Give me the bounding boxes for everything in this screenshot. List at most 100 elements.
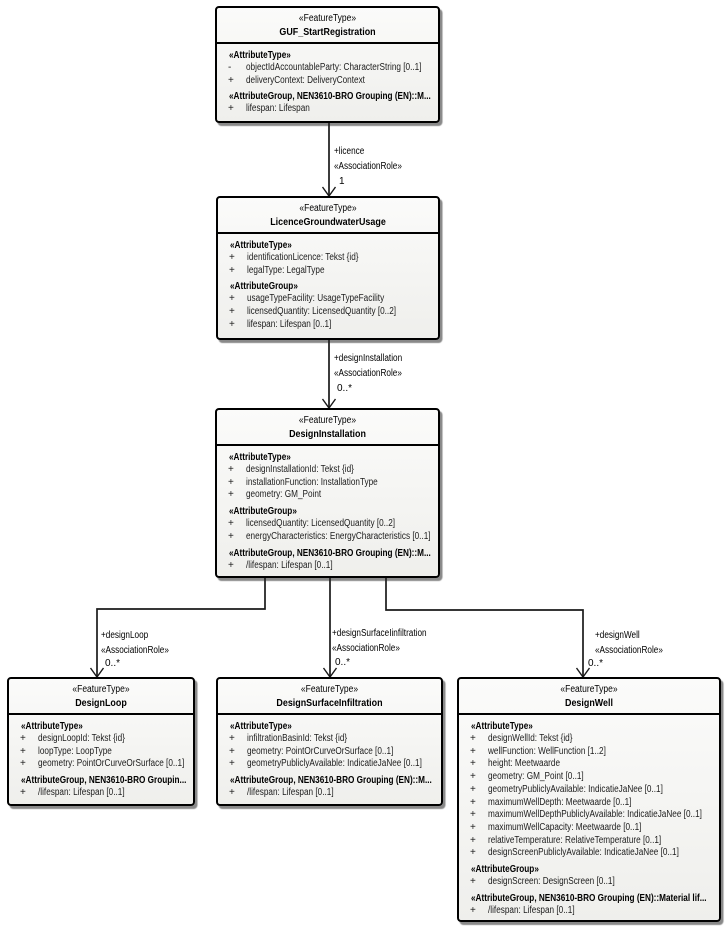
attribute-row: +wellFunction: WellFunction [1..2] — [462, 746, 716, 759]
association-line — [385, 578, 584, 677]
attribute-text: wellFunction: WellFunction [1..2] — [488, 745, 606, 757]
class-attribute-compartment: «AttributeType»+designWellId: Tekst {id}… — [459, 715, 719, 920]
uml-class-guf_startregistration: «FeatureType»GUF_StartRegistration«Attri… — [215, 6, 440, 123]
attribute-row: +installationFunction: InstallationType — [220, 477, 435, 490]
attribute-text: geometryPubliclyAvailable: IndicatieJaNe… — [247, 758, 422, 770]
class-name-text: GUF_StartRegistration — [279, 26, 376, 38]
class-title: «FeatureType»GUF_StartRegistration — [217, 8, 438, 44]
attribute-visibility: + — [228, 559, 234, 571]
uml-class-designsurfaceinfiltration: «FeatureType» DesignSurfaceInfiltration «A… — [216, 677, 443, 806]
attribute-section-header-text: «AttributeGroup, NEN3610-BRO Grouping (E… — [229, 547, 431, 559]
attribute-visibility: + — [228, 489, 234, 501]
attribute-row: -objectIdAccountableParty: CharacterStri… — [220, 62, 435, 75]
attribute-row: + designWellId: Tekst {id} — [462, 733, 716, 746]
class-title: «FeatureType» LicenceGroundwaterUsage — [218, 198, 438, 234]
attribute-text: legalType: LegalType — [247, 264, 325, 276]
attribute-section-header-text: «AttributeGroup» — [471, 864, 539, 876]
class-title: «FeatureType»DesignWell — [459, 679, 719, 715]
attribute-section-header-text: «AttributeType» — [229, 50, 291, 61]
class-stereotype-text: «FeatureType» — [72, 684, 130, 695]
class-name-text: DesignWell — [565, 697, 613, 709]
attribute-visibility: + — [470, 876, 476, 888]
association-role-name: +designWell — [595, 630, 640, 641]
attribute-visibility: + — [228, 530, 234, 542]
attribute-row: + geometry: GM_Point — [220, 489, 435, 502]
attribute-text: designWellId: Tekst {id} — [488, 733, 573, 744]
attribute-text: designScreen: DesignScreen [0..1] — [488, 876, 615, 888]
attribute-section-header: «AttributeGroup, NEN3610-BRO Grouping (E… — [220, 547, 435, 560]
class-attribute-compartment: «AttributeType»+designInstallationId: Te… — [217, 446, 438, 576]
attribute-row: +maximumWellDepthPubliclyAvailable: Indi… — [462, 809, 716, 822]
attribute-visibility: + — [470, 834, 476, 846]
class-title: «FeatureType»DesignInstallation — [217, 410, 438, 446]
attribute-row: + /lifespan: Lifespan [0..1] — [220, 560, 435, 573]
class-stereotype: «FeatureType» — [219, 414, 436, 427]
label-design-installation: +designInstallation «AssociationRole» — [334, 351, 417, 381]
attribute-row: +deliveryContext: DeliveryContext — [220, 75, 435, 88]
multiplicity-design-well: 0..* — [588, 658, 604, 669]
association-stereotype: «AssociationRole» — [334, 368, 402, 379]
attribute-section-header-text: «AttributeType» — [230, 240, 292, 251]
attribute-text: geometry: PointOrCurveOrSurface [0..1] — [247, 745, 394, 757]
attribute-visibility: + — [229, 745, 235, 757]
attribute-text: designInstallationId: Tekst {id} — [246, 464, 354, 475]
attribute-text: energyCharacteristics: EnergyCharacteris… — [246, 530, 431, 542]
class-name: GUF_StartRegistration — [219, 25, 436, 39]
association-role-name: +designInstallation — [334, 353, 403, 364]
class-stereotype-text: «FeatureType» — [300, 684, 359, 695]
class-attribute-compartment: «AttributeType»+infiltrationBasinId: Tek… — [218, 715, 441, 804]
association-line — [96, 578, 266, 677]
attribute-visibility: + — [470, 733, 476, 744]
attribute-text: loopType: LoopType — [38, 745, 112, 757]
class-stereotype: «FeatureType» — [11, 683, 191, 696]
attribute-row: +height: Meetwaarde — [462, 758, 716, 771]
attribute-section-header-text: «AttributeGroup, NEN3610-BRO Grouping (E… — [230, 775, 432, 787]
class-stereotype: «FeatureType» — [461, 683, 717, 696]
association-stereotype: «AssociationRole» — [595, 645, 663, 656]
attribute-text: designScreenPubliclyAvailable: Indicatie… — [488, 847, 679, 859]
attribute-row: +licensedQuantity: LicensedQuantity [0..… — [220, 518, 435, 531]
class-name-text: DesignLoop — [75, 697, 127, 709]
attribute-visibility: + — [229, 252, 235, 263]
class-attribute-compartment: «AttributeType»+designLoopId: Tekst {id}… — [9, 715, 193, 804]
class-name-text: LicenceGroundwaterUsage — [270, 216, 386, 228]
class-title: «FeatureType» DesignLoop — [9, 679, 193, 715]
uml-class-licencegroundwaterusage: «FeatureType» LicenceGroundwaterUsage «Att… — [216, 196, 440, 340]
attribute-text: relativeTemperature: RelativeTemperature… — [488, 834, 662, 846]
attribute-section-header-text: «AttributeGroup, NEN3610-BRO Grouping (E… — [229, 91, 431, 103]
attribute-text: /lifespan: Lifespan [0..1] — [246, 559, 333, 571]
attribute-text: identificationLicence: Tekst {id} — [247, 252, 359, 263]
attribute-visibility: + — [470, 783, 476, 795]
attribute-section-header: «AttributeGroup, NEN3610-BRO Grouping (E… — [220, 90, 435, 103]
label-licence: +licence «AssociationRole» — [334, 144, 417, 174]
class-attribute-compartment: «AttributeType»+ identificationLicence: T… — [218, 234, 438, 336]
attribute-text: geometryPubliclyAvailable: IndicatieJaNe… — [488, 783, 663, 795]
attribute-visibility: + — [229, 733, 235, 744]
class-name-text: DesignInstallation — [289, 428, 366, 440]
association-role-name: +designLoop — [101, 630, 149, 641]
attribute-visibility: + — [20, 787, 26, 799]
attribute-section-header-text: «AttributeGroup, NEN3610-BRO Groupin... — [21, 775, 187, 787]
class-name: DesignLoop — [11, 696, 191, 710]
attribute-row: +designInstallationId: Tekst {id} — [220, 464, 435, 477]
class-name-text: DesignSurfaceInfiltration — [276, 697, 383, 709]
attribute-visibility: + — [228, 518, 234, 530]
attribute-visibility: + — [470, 796, 476, 808]
attribute-visibility: + — [228, 103, 234, 115]
attribute-row: +maximumWellCapacity: Meetwaarde [0..1] — [462, 822, 716, 835]
attribute-row: +/lifespan: Lifespan [0..1] — [462, 905, 716, 918]
attribute-row: +geometryPubliclyAvailable: IndicatieJaN… — [221, 758, 438, 771]
attribute-row: +geometry: PointOrCurveOrSurface [0..1] — [12, 758, 190, 771]
attribute-row: + geometry: PointOrCurveOrSurface [0..1] — [221, 746, 438, 759]
attribute-row: + energyCharacteristics: EnergyCharacteri… — [220, 531, 435, 544]
attribute-row: +maximumWellDepth: Meetwaarde [0..1] — [462, 797, 716, 810]
attribute-row: +lifespan: Lifespan [0..1] — [221, 319, 435, 332]
association-stereotype: «AssociationRole» — [101, 645, 169, 656]
uml-class-designloop: «FeatureType» DesignLoop «AttributeType»+d… — [7, 677, 195, 806]
attribute-visibility: - — [228, 62, 232, 73]
attribute-row: + relativeTemperature: RelativeTemperatur… — [462, 835, 716, 848]
attribute-text: geometry: GM_Point — [246, 489, 322, 501]
attribute-section-header-text: «AttributeType» — [230, 721, 292, 732]
class-attribute-compartment: «AttributeType»-objectIdAccountableParty… — [217, 44, 438, 120]
class-stereotype-text: «FeatureType» — [299, 203, 357, 214]
